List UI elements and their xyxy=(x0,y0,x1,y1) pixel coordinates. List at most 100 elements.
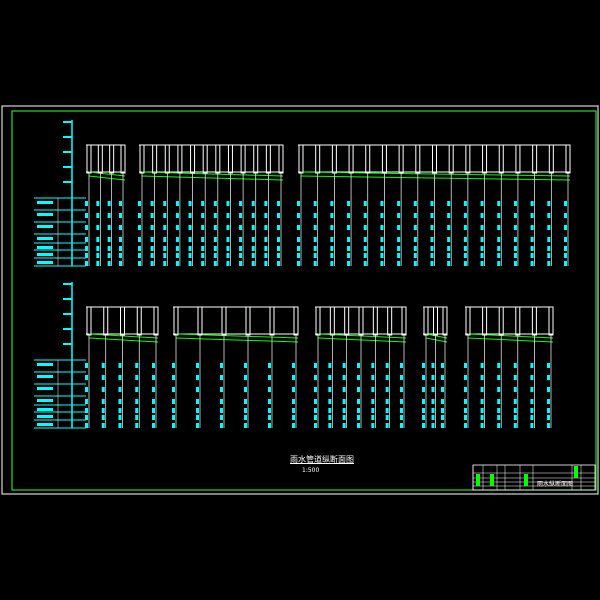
cell-value xyxy=(530,201,534,206)
cell-value xyxy=(264,253,268,258)
cell-value xyxy=(547,415,550,420)
cell-value xyxy=(188,246,192,251)
cell-value xyxy=(513,225,517,230)
cell-value xyxy=(201,213,205,218)
row-label-glyph xyxy=(37,415,53,418)
cell-value xyxy=(172,415,175,420)
title-block-stamp xyxy=(490,474,494,486)
manhole xyxy=(448,144,454,174)
cell-value xyxy=(119,261,122,266)
cell-value xyxy=(297,237,300,242)
cell-value xyxy=(138,253,141,258)
cell-value xyxy=(226,253,230,258)
cell-value xyxy=(513,261,517,266)
cell-value xyxy=(530,261,534,266)
cell-value xyxy=(292,399,295,404)
cell-value xyxy=(380,225,384,230)
manhole xyxy=(433,306,438,336)
cell-value xyxy=(264,237,268,242)
cell-value xyxy=(463,201,467,206)
cell-value xyxy=(380,246,384,251)
cell-value xyxy=(188,261,192,266)
manhole xyxy=(197,306,203,336)
cell-value xyxy=(342,399,346,404)
cell-value xyxy=(464,399,467,404)
cell-value xyxy=(422,375,425,380)
cell-value xyxy=(441,387,444,392)
cell-value xyxy=(447,261,451,266)
manhole xyxy=(120,144,126,174)
manhole xyxy=(139,144,145,174)
pipe-top xyxy=(175,333,299,339)
cell-value xyxy=(220,387,223,392)
cell-value xyxy=(385,415,389,420)
drawing-border xyxy=(11,110,597,491)
cell-value xyxy=(513,213,517,218)
cell-value xyxy=(150,261,154,266)
cell-value xyxy=(513,399,517,404)
row-label-glyph xyxy=(37,387,53,390)
cell-value xyxy=(397,213,401,218)
cell-value xyxy=(96,261,100,266)
cell-value xyxy=(422,399,425,404)
cell-value xyxy=(220,363,223,368)
cell-value xyxy=(226,225,230,230)
cell-value xyxy=(513,408,517,413)
cell-value xyxy=(213,201,217,206)
cell-value xyxy=(347,253,351,258)
manhole xyxy=(358,306,364,336)
cell-value xyxy=(85,246,88,251)
cell-value xyxy=(119,237,122,242)
cell-value xyxy=(264,213,268,218)
cell-value xyxy=(244,387,247,392)
cell-value xyxy=(226,201,230,206)
manhole xyxy=(372,306,378,336)
manhole xyxy=(315,144,321,174)
cell-value xyxy=(530,375,534,380)
cell-value xyxy=(397,201,401,206)
cell-value xyxy=(213,237,217,242)
manhole xyxy=(265,144,271,174)
cell-value xyxy=(277,261,280,266)
cell-value xyxy=(513,201,517,206)
cell-value xyxy=(226,213,230,218)
cell-value xyxy=(547,408,550,413)
cell-value xyxy=(330,225,334,230)
title-block-name: 雨水纵断面图 xyxy=(537,481,574,488)
cell-value xyxy=(118,375,122,380)
manhole xyxy=(498,144,504,174)
manhole xyxy=(293,306,299,336)
cell-value xyxy=(239,261,243,266)
manhole xyxy=(173,306,179,336)
manhole xyxy=(164,144,170,174)
row-label-glyph xyxy=(37,253,53,256)
cell-value xyxy=(328,415,332,420)
cell-value xyxy=(480,213,484,218)
cell-value xyxy=(497,415,501,420)
cell-value xyxy=(313,213,317,218)
cell-value xyxy=(152,399,155,404)
cell-value xyxy=(163,201,167,206)
manhole xyxy=(331,144,337,174)
cell-value xyxy=(226,237,230,242)
pipe-bottom xyxy=(317,337,407,343)
cell-value xyxy=(363,213,367,218)
cell-value xyxy=(297,201,300,206)
cell-value xyxy=(107,213,111,218)
cell-value xyxy=(292,408,295,413)
cell-value xyxy=(547,423,550,428)
row-label-glyph xyxy=(37,423,53,426)
cell-value xyxy=(220,375,223,380)
cell-value xyxy=(292,363,295,368)
cell-value xyxy=(385,375,389,380)
cell-value xyxy=(397,261,401,266)
cell-value xyxy=(431,423,435,428)
cell-value xyxy=(118,408,122,413)
cell-value xyxy=(313,237,317,242)
cell-value xyxy=(564,253,567,258)
manhole xyxy=(177,144,183,174)
pipe-top xyxy=(88,333,159,339)
cell-value xyxy=(480,387,484,392)
cell-value xyxy=(397,225,401,230)
cell-value xyxy=(547,253,551,258)
